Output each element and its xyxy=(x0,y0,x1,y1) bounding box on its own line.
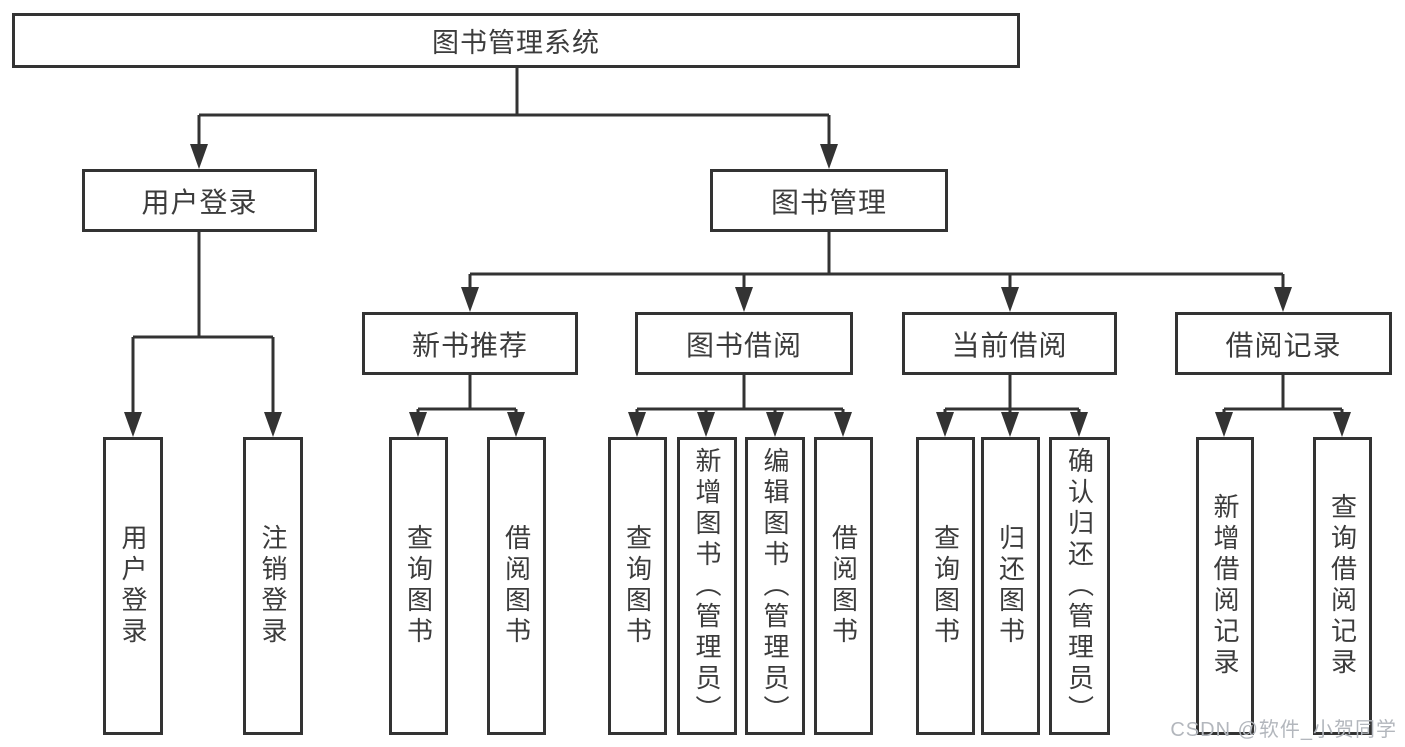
node-leaf-edit-books-admin: 编辑图书（管理员） xyxy=(745,437,805,735)
node-leaf-user-login: 用户登录 xyxy=(103,437,163,735)
node-leaf-query-books-1: 查询图书 xyxy=(389,437,448,735)
node-label: 查询图书 xyxy=(930,524,961,648)
node-current-borrowing: 当前借阅 xyxy=(902,312,1117,375)
node-borrowing-records: 借阅记录 xyxy=(1175,312,1392,375)
node-user-login-branch: 用户登录 xyxy=(82,169,317,232)
node-leaf-add-books-admin: 新增图书（管理员） xyxy=(677,437,737,735)
node-book-management: 图书管理 xyxy=(710,169,948,232)
node-leaf-confirm-return-admin: 确认归还（管理员） xyxy=(1049,437,1110,735)
node-label: 编辑图书（管理员） xyxy=(760,446,790,726)
csdn-watermark: CSDN @软件_小贺同学 xyxy=(1170,719,1397,741)
node-label: 用户登录 xyxy=(141,186,258,218)
node-book-borrowing: 图书借阅 xyxy=(635,312,853,375)
node-label: 查询图书 xyxy=(403,524,434,648)
node-label: 新增借阅记录 xyxy=(1210,493,1240,679)
node-label: 归还图书 xyxy=(995,524,1026,648)
arrowheads xyxy=(124,144,1351,437)
node-label: 确认归还（管理员） xyxy=(1064,446,1095,726)
node-label: 借阅记录 xyxy=(1225,329,1342,361)
node-leaf-query-books-3: 查询图书 xyxy=(916,437,975,735)
tree-edges xyxy=(131,68,1344,416)
node-label: 图书管理系统 xyxy=(432,28,600,58)
node-label: 图书管理 xyxy=(770,186,887,218)
node-label: 注销登录 xyxy=(258,524,288,648)
node-leaf-borrow-books-2: 借阅图书 xyxy=(814,437,873,735)
node-new-book-recommendation: 新书推荐 xyxy=(362,312,578,375)
node-label: 借阅图书 xyxy=(828,524,859,648)
node-label: 查询借阅记录 xyxy=(1327,493,1358,679)
node-leaf-query-borrow-record: 查询借阅记录 xyxy=(1313,437,1372,735)
node-leaf-borrow-books-1: 借阅图书 xyxy=(487,437,546,735)
node-label: 用户登录 xyxy=(118,524,148,648)
node-label: 图书借阅 xyxy=(685,329,802,361)
node-label: 借阅图书 xyxy=(501,524,532,648)
node-label: 新书推荐 xyxy=(411,329,528,361)
node-label: 当前借阅 xyxy=(951,329,1068,361)
node-leaf-logout: 注销登录 xyxy=(243,437,303,735)
node-label: 新增图书（管理员） xyxy=(692,446,722,726)
node-library-system: 图书管理系统 xyxy=(12,13,1020,68)
node-label: 查询图书 xyxy=(622,524,653,648)
node-leaf-return-books: 归还图书 xyxy=(981,437,1040,735)
node-leaf-query-books-2: 查询图书 xyxy=(608,437,667,735)
node-leaf-add-borrow-record: 新增借阅记录 xyxy=(1196,437,1254,735)
